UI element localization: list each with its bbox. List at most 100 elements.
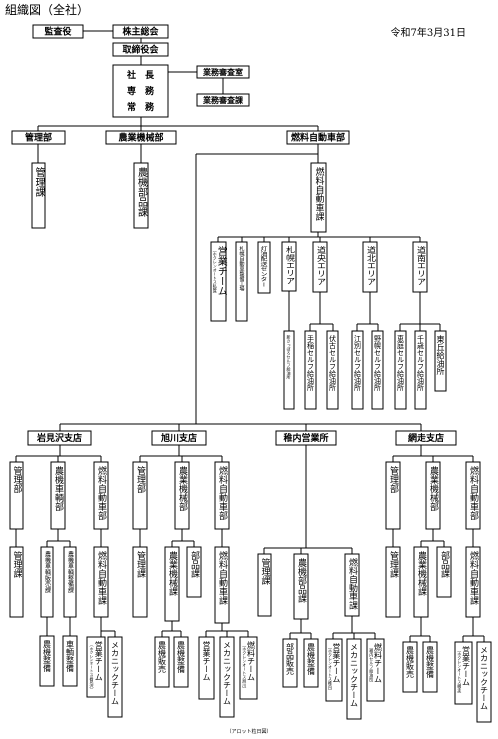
box-label: 燃料自動車課 bbox=[468, 550, 479, 606]
box-label: 野幌セルフ給油所 bbox=[374, 335, 382, 392]
box-label: 道北エリア bbox=[365, 245, 376, 285]
box-label: 車輌整備 bbox=[66, 639, 75, 673]
box-label: 燃料チーム bbox=[247, 640, 256, 681]
org-box-w_buhin_hanbai: 部品販売 bbox=[282, 638, 298, 688]
box-label: 管理部 bbox=[25, 132, 52, 144]
org-box-kansayaku: 監査役 bbox=[32, 24, 84, 39]
box-label: 農機整備 bbox=[43, 639, 52, 673]
box-label: 管理部 bbox=[135, 465, 146, 494]
org-box-i_nenryo_bu: 燃料自動車部 bbox=[93, 461, 109, 530]
box-label: 道央エリア bbox=[315, 245, 326, 285]
org-box-teine_self: 手稲セルフ給油所 bbox=[304, 330, 317, 410]
box-label: 営業チーム bbox=[215, 245, 227, 296]
box-label: 新さっぽろセルフ給油所 bbox=[287, 334, 292, 380]
box-label: メカニックチーム bbox=[223, 641, 232, 705]
org-box-higashioka: 東丘給油所 bbox=[434, 330, 447, 392]
org-box-i_noki_seibi: 農機車輌整備課 bbox=[63, 546, 77, 618]
org-box-doou_area: 道央エリア bbox=[312, 241, 328, 293]
org-box-wakkanai: 稚内営業所 bbox=[275, 430, 337, 446]
org-box-i_noki_seibi_1: 農機整備 bbox=[39, 635, 55, 687]
box-label: 管理課 bbox=[388, 550, 399, 579]
org-box-a_nenryo_team: 燃料チーム（ホクレンオートス旭川） bbox=[239, 636, 258, 700]
box-label: 部品販売 bbox=[286, 642, 295, 676]
box-label: 農機販売 bbox=[406, 645, 415, 679]
org-box-w_mech_team: メカニックチーム bbox=[346, 638, 362, 720]
org-box-a_kanri_bu: 管理部 bbox=[132, 461, 148, 530]
org-box-sapporo_seibi: 札幌自動車整備工場 bbox=[235, 241, 248, 322]
org-box-sapporo_area: 札幌エリア bbox=[281, 241, 297, 292]
org-box-i_eigyo_team: 営業チーム（ホクレンオートス岩見沢） bbox=[86, 636, 106, 698]
box-label: 社 長 bbox=[126, 69, 155, 81]
box-label: 網走支店 bbox=[408, 432, 444, 444]
box-label: 農機販売 bbox=[158, 640, 167, 674]
org-box-b_noki_bu: 農業機械部 bbox=[425, 461, 441, 530]
box-label: 伏古セルフ給油所 bbox=[329, 334, 337, 392]
box-label: 農機車輌販売課 bbox=[44, 550, 51, 594]
box-label: 監査役 bbox=[44, 26, 72, 38]
box-label: 農業機械部 bbox=[177, 465, 188, 512]
box-label: 株主総会 bbox=[122, 26, 159, 38]
box-label: 燃料自動車部 bbox=[217, 465, 228, 521]
box-label: （ホクレンオートス岩見沢） bbox=[90, 643, 95, 691]
org-box-kabunushi: 株主総会 bbox=[112, 24, 169, 39]
org-box-a_kanri_ka: 管理課 bbox=[132, 546, 148, 618]
org-box-nenryo_jidosha_bu: 燃料自動車部 bbox=[286, 130, 350, 145]
box-label: （ホクレンオートス旭川） bbox=[242, 643, 247, 691]
org-box-shin_sapporo: 新さっぽろセルフ給油所 bbox=[283, 330, 295, 410]
box-label: 江別セルフ給油所 bbox=[354, 335, 362, 392]
org-box-iwamizawa: 岩見沢支店 bbox=[27, 430, 92, 446]
box-label: 手稲セルフ給油所 bbox=[307, 334, 315, 392]
org-box-donan_area: 道南エリア bbox=[412, 241, 428, 293]
org-box-i_nenryo_ka: 燃料自動車課 bbox=[93, 546, 109, 618]
org-box-w_noki_seibi: 農機整備 bbox=[303, 638, 319, 688]
box-label: 札幌自動車整備工場 bbox=[239, 245, 245, 292]
org-box-b_nenryo_ka: 燃料自動車課 bbox=[465, 546, 481, 618]
box-label: 部品課 bbox=[439, 550, 450, 579]
box-label: （ホクレンオートス私管） bbox=[213, 248, 218, 296]
box-label: 管理部 bbox=[12, 465, 23, 494]
box-label: 千歳セルフ給油所 bbox=[417, 334, 425, 392]
org-box-b_seibi: 農機整備 bbox=[422, 641, 438, 693]
org-box-a_mech_team: メカニックチーム bbox=[219, 636, 235, 718]
box-label: 営業チーム bbox=[462, 645, 471, 686]
org-box-i_kanri_ka: 管理課 bbox=[9, 546, 24, 618]
org-box-b_hanbai: 農機販売 bbox=[402, 641, 418, 693]
org-box-kanri_ka: 管理課 bbox=[31, 162, 46, 229]
org-box-fushiko_self: 伏古セルフ給油所 bbox=[326, 330, 339, 410]
box-label: 常 務 bbox=[127, 101, 155, 113]
org-box-nogyo_kikai_bu: 農業機械部 bbox=[105, 130, 177, 145]
box-label: （ホクレンオートス稚内） bbox=[328, 645, 333, 693]
org-box-chitose_self: 千歳セルフ給油所 bbox=[414, 330, 427, 410]
org-box-a_nenryo_bu: 燃料自動車部 bbox=[214, 461, 230, 530]
box-label: 燃料自動車部 bbox=[291, 132, 345, 144]
org-box-i_sharyo_seibi: 車輌整備 bbox=[62, 635, 78, 687]
org-box-a_noki_bu: 農業機械部 bbox=[174, 461, 190, 530]
org-box-ebetsu_self: 江別セルフ給油所 bbox=[351, 330, 364, 410]
box-label: （稚内セルフ給油所） bbox=[369, 645, 374, 685]
box-label: 農機整備 bbox=[177, 640, 186, 674]
box-label: 農機車輌整備課 bbox=[67, 550, 74, 594]
org-box-torishimari: 取締役会 bbox=[112, 42, 169, 57]
org-box-i_noki_hanbai: 農機車輌販売課 bbox=[40, 546, 54, 618]
page-footnote: （アロット粒日図） bbox=[226, 729, 272, 735]
box-label: 燃料自動車課 bbox=[347, 557, 358, 610]
org-box-a_noki_ka: 農業機械課 bbox=[164, 546, 180, 622]
org-box-b_mech_team: メカニックチーム bbox=[476, 641, 492, 723]
org-box-ekiho_center: 灯油配送センター bbox=[257, 241, 271, 294]
org-box-dohoku_area: 道北エリア bbox=[362, 241, 378, 293]
box-label: 恵庭セルフ給油所 bbox=[397, 334, 405, 392]
org-boxes: 監査役株主総会取締役会社 長専 務常 務業務審査室業務審査課管理部農業機械部燃料… bbox=[9, 24, 492, 723]
org-box-a_eigyo_team: 営業チーム bbox=[198, 636, 215, 700]
box-label: 農機車輌部 bbox=[53, 465, 64, 512]
org-box-w_nenryo_team: 燃料チーム（稚内セルフ給油所） bbox=[366, 638, 385, 702]
org-box-i_kanri_bu: 管理部 bbox=[9, 461, 24, 530]
page-title: 組織図（全社） bbox=[5, 3, 90, 17]
org-box-b_nenryo_bu: 燃料自動車部 bbox=[465, 461, 481, 530]
org-box-b_kanri_ka: 管理課 bbox=[385, 546, 401, 618]
box-label: 農機部品課 bbox=[136, 166, 148, 218]
connector-lines bbox=[15, 30, 485, 642]
box-label: 営業チーム bbox=[94, 640, 103, 681]
box-label: 旭川支店 bbox=[160, 432, 197, 444]
org-box-b_kanri_bu: 管理部 bbox=[385, 461, 401, 530]
